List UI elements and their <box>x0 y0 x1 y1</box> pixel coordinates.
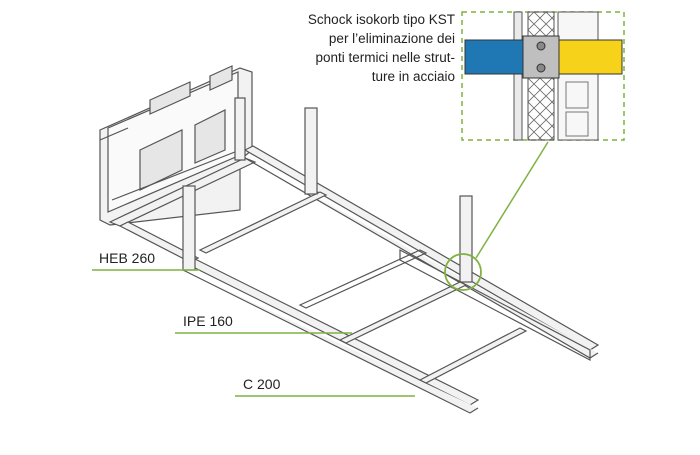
label-heb-260: HEB 260 <box>99 250 156 266</box>
wall-module <box>99 65 253 226</box>
detail-callout <box>444 141 549 291</box>
floor-beams <box>108 97 600 414</box>
label-ipe-160: IPE 160 <box>183 313 233 329</box>
blue-steel-beam <box>464 39 524 75</box>
label-leaders <box>92 269 415 397</box>
callout-text-line-1: Schock isokorb tipo KST <box>307 12 455 27</box>
callout-text-line-3: ponti termici nelle strut- <box>315 50 455 65</box>
callout-text-line-4: ture in acciaio <box>371 69 455 84</box>
wall-layer <box>557 11 599 141</box>
callout-text-line-2: per l’eliminazione dei <box>328 31 455 46</box>
yellow-steel-beam <box>557 39 623 75</box>
detail-inset <box>461 11 625 141</box>
label-c-200: C 200 <box>243 376 281 392</box>
